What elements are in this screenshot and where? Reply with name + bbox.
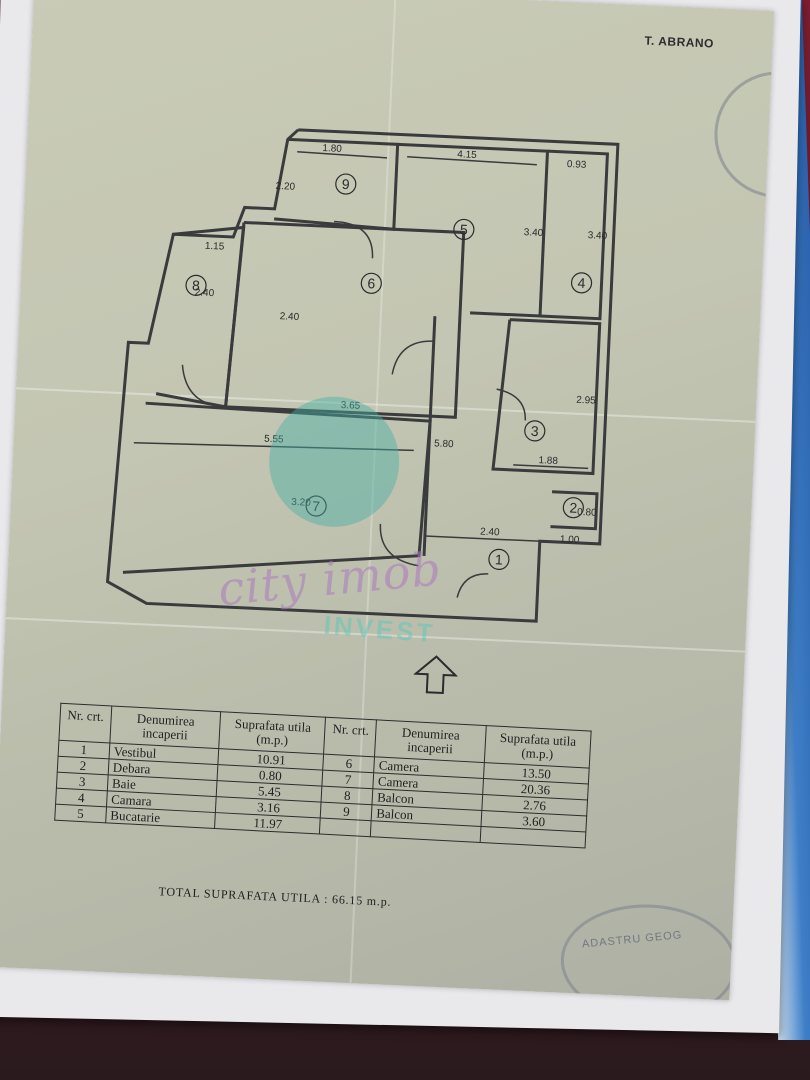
room-marker-3: 3 [524, 420, 546, 442]
dim-label: 2.40 [480, 527, 500, 539]
cell-nr: 5 [54, 804, 107, 823]
room-marker-6: 6 [360, 272, 382, 294]
header-area: Suprafata utila (m.p.) [484, 725, 592, 769]
dim-label: 4.15 [457, 149, 477, 161]
wall-balcony-9 [274, 137, 400, 231]
dim-line [297, 151, 388, 159]
outer-wall [105, 128, 620, 623]
header-name: Denumirea incaperii [109, 705, 222, 749]
dim-label: 1.15 [205, 241, 225, 253]
dim-label: 3.40 [524, 227, 544, 239]
dim-label: 5.55 [264, 434, 284, 446]
dim-line [407, 156, 537, 166]
dim-label: 1.00 [560, 534, 580, 546]
door-arc [334, 220, 374, 259]
wall-hall [422, 316, 437, 557]
stamp-bottom [558, 900, 740, 1001]
room-marker-8: 8 [185, 274, 207, 296]
dim-label: 0.80 [577, 507, 597, 519]
dim-label: 2.40 [194, 287, 214, 299]
wall-pantry [539, 149, 610, 321]
dim-line [513, 464, 589, 470]
wall-room-6 [223, 220, 466, 419]
dim-line [133, 441, 414, 452]
door-arc [391, 340, 434, 375]
svg-text:2: 2 [569, 500, 578, 516]
header-nr: Nr. crt. [324, 717, 377, 757]
svg-text:1: 1 [495, 551, 504, 567]
dim-label: 3.40 [587, 230, 607, 242]
svg-text:3: 3 [531, 423, 540, 439]
wall-room-7 [122, 401, 432, 574]
door-arc [456, 573, 489, 598]
floor-plan-drawing: 1.80 4.15 0.93 2.20 3.40 3.40 1.15 2.40 … [74, 101, 659, 691]
header-name: Denumirea incaperii [374, 719, 487, 763]
author-label: T. ABRANO [644, 33, 715, 51]
svg-text:7: 7 [312, 498, 321, 514]
wall-storage [550, 490, 599, 531]
dim-label: 3.65 [340, 400, 360, 412]
entrance-arrow-icon [413, 655, 459, 695]
dim-label: 0.93 [567, 159, 587, 171]
room-marker-5: 5 [453, 218, 475, 241]
room-marker-9: 9 [335, 173, 357, 195]
header-area: Suprafata utila (m.p.) [219, 711, 326, 755]
room-marker-7: 7 [305, 495, 327, 517]
dim-label: 2.40 [279, 311, 299, 323]
svg-text:9: 9 [342, 176, 351, 192]
room-marker-1: 1 [488, 548, 510, 570]
wall-bath [491, 318, 602, 476]
room-marker-2: 2 [562, 497, 584, 519]
svg-text:4: 4 [577, 275, 586, 291]
cell-nr [319, 818, 372, 837]
door-arc [379, 523, 419, 567]
svg-text:6: 6 [367, 275, 376, 291]
dim-line [424, 535, 550, 543]
wall-balcony-8 [155, 225, 246, 409]
svg-text:8: 8 [192, 277, 201, 293]
svg-text:5: 5 [460, 221, 469, 237]
dim-label: 2.95 [576, 395, 596, 407]
floor-plan-document: T. ABRANO ADASTRU GEOG [0, 0, 775, 1001]
dim-label: 2.20 [275, 181, 295, 193]
door-arc [496, 388, 527, 421]
header-nr: Nr. crt. [58, 703, 112, 743]
dim-label: 1.88 [538, 455, 558, 467]
wall-kitchen [397, 142, 550, 318]
room-area-table: Nr. crt. Denumirea incaperii Suprafata u… [54, 703, 592, 849]
dim-label: 1.80 [322, 143, 342, 155]
room-marker-4: 4 [570, 272, 593, 294]
stamp-top [711, 68, 775, 201]
door-arc [181, 364, 226, 408]
dim-label: 5.80 [434, 438, 454, 450]
dim-label: 3.20 [291, 497, 311, 509]
total-area: TOTAL SUPRAFATA UTILA : 66.15 m.p. [158, 884, 392, 909]
